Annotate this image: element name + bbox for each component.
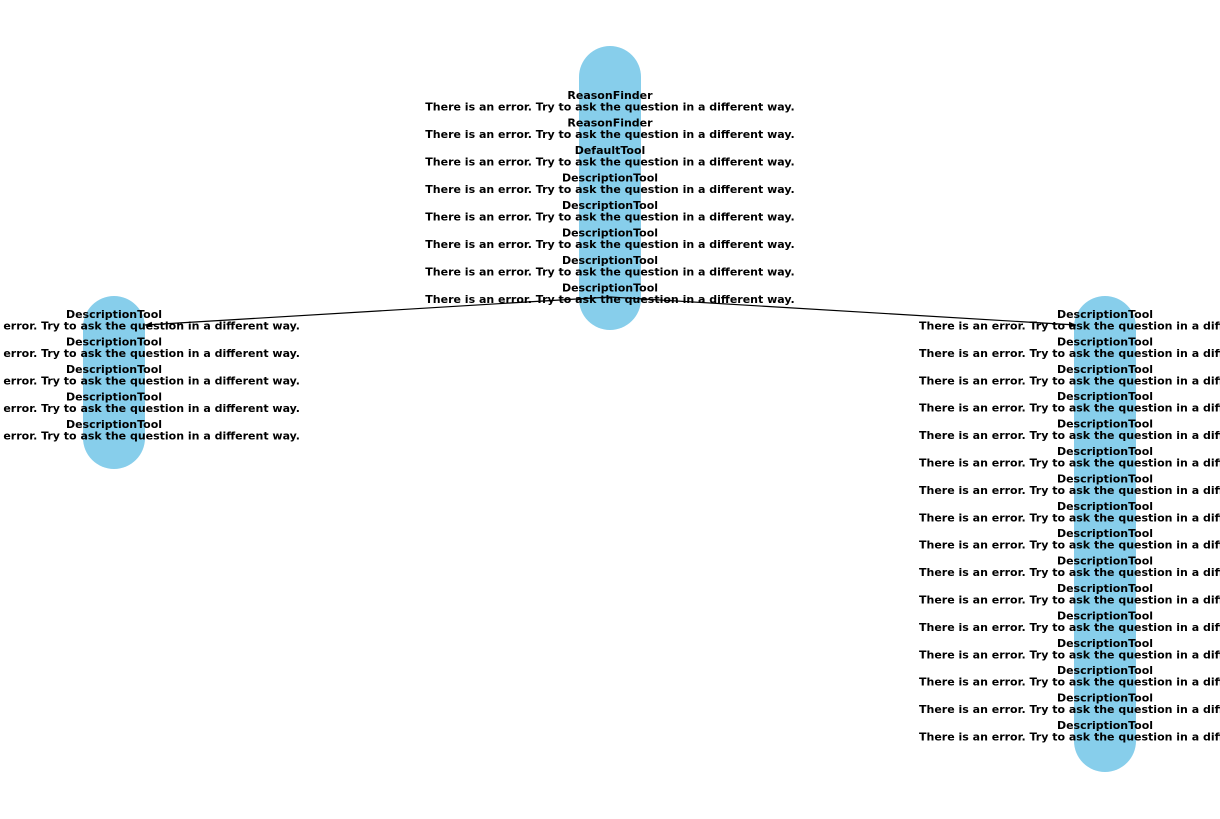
edge-center-to-right [609, 296, 1077, 328]
entry-message: There is an error. Try to ask the questi… [919, 429, 1220, 442]
entry-message: There is an error. Try to ask the questi… [425, 156, 794, 169]
entry-message: There is an error. Try to ask the questi… [919, 374, 1220, 387]
entry-tool-name: DescriptionTool [66, 418, 162, 431]
entry-message: There is an error. Try to ask the questi… [919, 402, 1220, 415]
entry-message: There is an error. Try to ask the questi… [425, 211, 794, 224]
entry-message: There is an error. Try to ask the questi… [919, 648, 1220, 661]
entry-tool-name: DescriptionTool [1057, 609, 1153, 622]
entry-message: There is an error. Try to ask the questi… [425, 238, 794, 251]
node-shape-left[interactable] [83, 296, 145, 469]
entry-message: There is an error. Try to ask the questi… [919, 320, 1220, 333]
entry-message: There is an error. Try to ask the questi… [919, 539, 1220, 552]
edge-center-to-left [144, 296, 611, 328]
entry-tool-name: DescriptionTool [562, 199, 658, 212]
entry-message: There is an error. Try to ask the questi… [425, 101, 794, 114]
entry-tool-name: DescriptionTool [1057, 308, 1153, 321]
entry-tool-name: DescriptionTool [66, 336, 162, 349]
entry-tool-name: DescriptionTool [562, 282, 658, 295]
entry-message: There is an error. Try to ask the questi… [919, 566, 1220, 579]
entry-tool-name: DescriptionTool [1057, 363, 1153, 376]
entry-message: There is an error. Try to ask the questi… [0, 402, 300, 415]
entry-message: There is an error. Try to ask the questi… [919, 621, 1220, 634]
entry-tool-name: DescriptionTool [562, 172, 658, 185]
entry-tool-name: DescriptionTool [1057, 418, 1153, 431]
entry-tool-name: DescriptionTool [1057, 555, 1153, 568]
entry-message: There is an error. Try to ask the questi… [425, 293, 794, 306]
entry-message: There is an error. Try to ask the questi… [0, 320, 300, 333]
entry-message: There is an error. Try to ask the questi… [919, 484, 1220, 497]
entry-tool-name: DescriptionTool [562, 254, 658, 267]
entry-message: There is an error. Try to ask the questi… [0, 375, 300, 388]
entry-tool-name: ReasonFinder [567, 89, 653, 102]
entry-tool-name: DescriptionTool [1057, 692, 1153, 705]
entry-message: There is an error. Try to ask the questi… [919, 594, 1220, 607]
entry-tool-name: DescriptionTool [1057, 719, 1153, 732]
entry-tool-name: DescriptionTool [1057, 390, 1153, 403]
entry-message: There is an error. Try to ask the questi… [919, 676, 1220, 689]
entry-message: There is an error. Try to ask the questi… [919, 511, 1220, 524]
entry-tool-name: DescriptionTool [1057, 445, 1153, 458]
entry-message: There is an error. Try to ask the questi… [919, 347, 1220, 360]
entry-tool-name: DescriptionTool [1057, 472, 1153, 485]
entry-message: There is an error. Try to ask the questi… [425, 128, 794, 141]
entry-tool-name: DescriptionTool [1057, 664, 1153, 677]
entry-tool-name: DefaultTool [575, 144, 646, 157]
entry-message: There is an error. Try to ask the questi… [0, 430, 300, 443]
entry-message: There is an error. Try to ask the questi… [0, 347, 300, 360]
entry-message: There is an error. Try to ask the questi… [425, 266, 794, 279]
entry-tool-name: DescriptionTool [1057, 500, 1153, 513]
entry-message: There is an error. Try to ask the questi… [919, 731, 1220, 744]
entry-message: There is an error. Try to ask the questi… [919, 703, 1220, 716]
node-shape-right[interactable] [1074, 296, 1136, 772]
node-shape-center[interactable] [579, 46, 641, 330]
entry-tool-name: DescriptionTool [1057, 582, 1153, 595]
entry-message: There is an error. Try to ask the questi… [425, 183, 794, 196]
entry-tool-name: DescriptionTool [66, 363, 162, 376]
entry-message: There is an error. Try to ask the questi… [919, 457, 1220, 470]
entry-tool-name: DescriptionTool [66, 391, 162, 404]
entry-tool-name: DescriptionTool [66, 308, 162, 321]
entry-tool-name: ReasonFinder [567, 117, 653, 130]
entry-tool-name: DescriptionTool [1057, 335, 1153, 348]
entry-tool-name: DescriptionTool [562, 227, 658, 240]
entry-tool-name: DescriptionTool [1057, 637, 1153, 650]
entry-tool-name: DescriptionTool [1057, 527, 1153, 540]
